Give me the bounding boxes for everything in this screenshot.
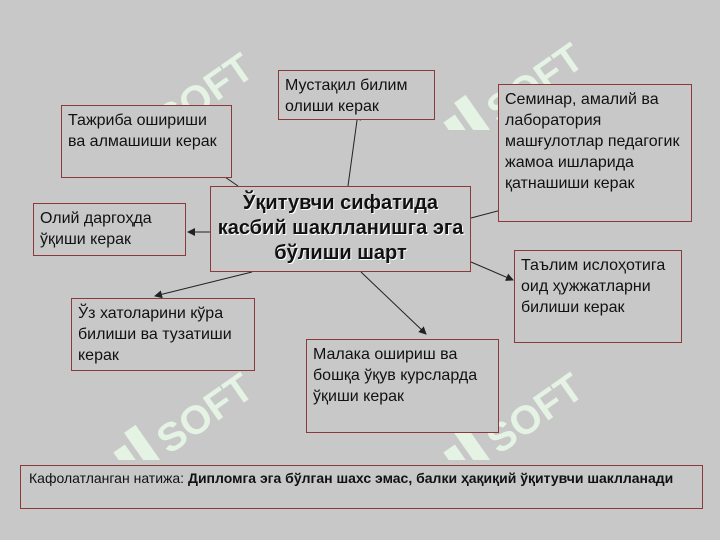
arrow-to-legal-docs	[470, 261, 514, 281]
node-experience: Тажриба ошириши ва алмашиши керак	[61, 105, 232, 178]
arrow-to-mistakes	[154, 271, 253, 299]
node-higher-ed: Олий даргоҳда ўқиши керак	[33, 203, 186, 256]
central-node-title: Ўқитувчи сифатида касбий шаклланишга эга…	[217, 192, 464, 264]
node-courses: Малака ошириш ва бошқа ўқув курсларда ўқ…	[306, 339, 499, 433]
node-courses-text: Малака ошириш ва бошқа ўқув курсларда ўқ…	[313, 346, 478, 405]
central-node: Ўқитувчи сифатида касбий шаклланишга эга…	[210, 186, 471, 272]
node-seminars: Семинар, амалий ва лаборатория машғулотл…	[498, 84, 692, 222]
node-legal-docs: Таълим ислоҳотига оид ҳужжатларни билиши…	[514, 250, 682, 343]
node-higher-ed-text: Олий даргоҳда ўқиши керак	[40, 210, 152, 248]
result-label: Кафолатланган натижа:	[29, 470, 188, 486]
node-legal-docs-text: Таълим ислоҳотига оид ҳужжатларни билиши…	[521, 257, 666, 316]
result-text: Дипломга эга бўлган шахс эмас, балки ҳақ…	[187, 470, 674, 486]
arrow-to-courses	[360, 271, 427, 335]
node-mistakes: Ўз хатоларини кўра билиши ва тузатиши ке…	[71, 298, 255, 371]
arrow-to-self-study	[347, 112, 362, 187]
node-experience-text: Тажриба ошириши ва алмашиши керак	[68, 112, 217, 150]
node-self-study-text: Мустақил билим олиши керак	[285, 77, 408, 115]
result-box: Кафолатланган натижа: Дипломга эга бўлга…	[20, 465, 703, 509]
node-seminars-text: Семинар, амалий ва лаборатория машғулотл…	[505, 91, 680, 192]
node-self-study: Мустақил билим олиши керак	[278, 70, 435, 120]
node-mistakes-text: Ўз хатоларини кўра билиши ва тузатиши ке…	[78, 305, 232, 364]
